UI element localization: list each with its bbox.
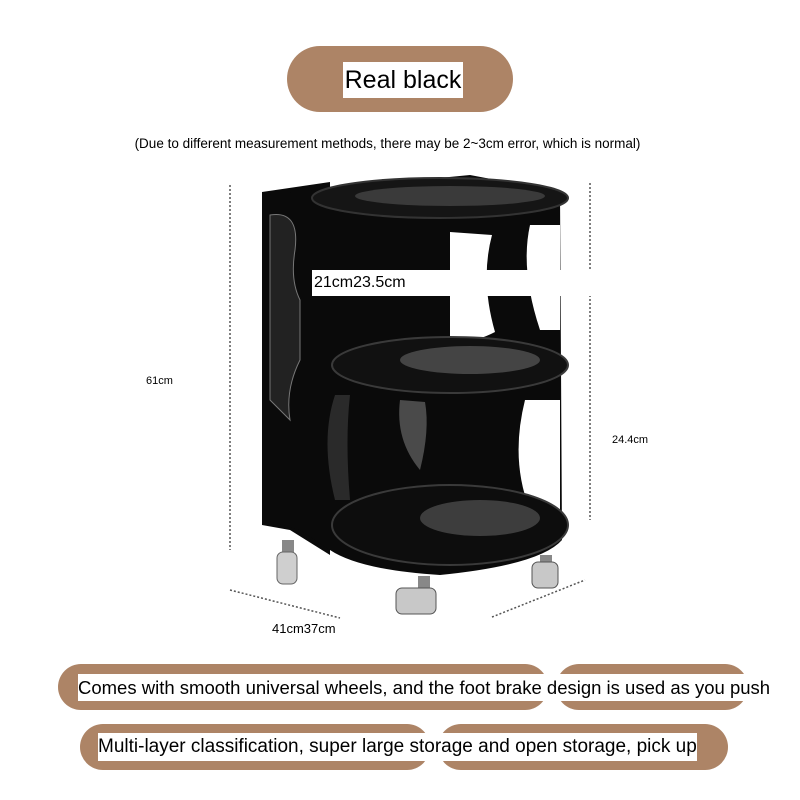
feature1-text: Comes with smooth universal wheels, and … [78, 674, 771, 701]
depth-dimension-line [229, 589, 341, 619]
feature2-text: Multi-layer classification, super large … [98, 733, 697, 761]
wheel-right [531, 555, 559, 589]
title-text: Real black [343, 62, 463, 98]
label-base-dimensions: 41cm37cm [272, 621, 336, 636]
wheel-left [276, 540, 298, 585]
middle-shelf-highlight [400, 346, 540, 374]
label-shelf-height: 24.4cm [612, 434, 649, 446]
measurement-note: (Due to different measurement methods, t… [134, 136, 641, 151]
label-top-dimensions: 21cm23.5cm [312, 270, 599, 296]
lower-opening-right [518, 400, 560, 510]
cart-side-curve [269, 213, 301, 422]
wheel-center [395, 576, 437, 615]
label-total-height: 61cm [146, 375, 173, 387]
lower-opening-left [327, 395, 350, 500]
bottom-shelf-highlight [420, 500, 540, 536]
lower-opening-mid [399, 400, 427, 470]
top-shelf-highlight [355, 186, 545, 206]
width-dimension-line [491, 579, 586, 618]
